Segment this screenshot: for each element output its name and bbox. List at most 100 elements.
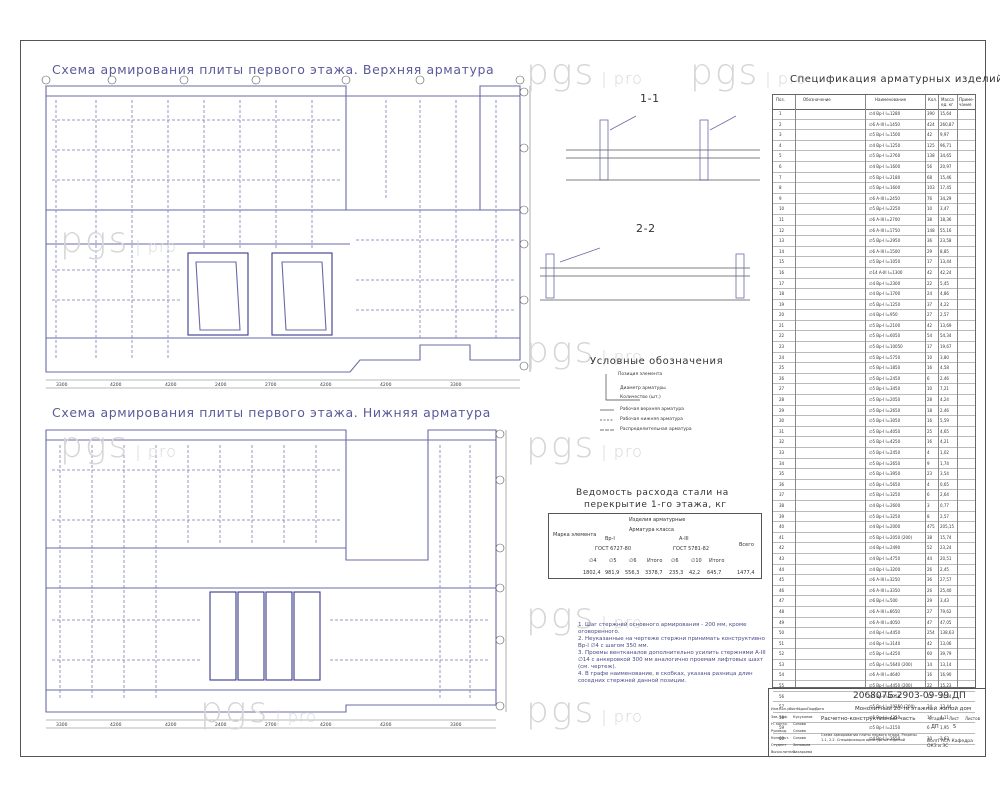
spec-cell: 28 <box>927 397 933 403</box>
dimension-label: 4200 <box>320 383 332 388</box>
spec-cell: 6 <box>927 492 930 498</box>
spec-cell: 205,15 <box>940 524 954 530</box>
spec-cell: 5,45 <box>940 280 949 286</box>
top-plan-outline <box>45 85 521 373</box>
spec-cell: 5,59 <box>940 418 949 424</box>
stamp-person: Сизова <box>793 736 806 740</box>
spec-cell: 16 <box>927 439 933 445</box>
stage-label: Стадия <box>929 716 945 721</box>
spec-cell: ∅6 А-III l=4640 <box>869 672 900 678</box>
steel-class-b: А-III <box>679 536 689 542</box>
spec-header-note: Приме- чание <box>959 97 975 107</box>
spec-cell: 58 <box>779 714 785 720</box>
legend-item: Распределительная арматура <box>620 427 692 432</box>
spec-cell: ∅5 Вр-I l=10250 (200) <box>869 704 915 710</box>
spec-cell: 14 <box>927 661 933 667</box>
stamp-role: Руковод. <box>771 729 788 733</box>
spec-cell: 8 <box>927 513 930 519</box>
steel-gost-a: ГОСТ 6727-80 <box>595 546 632 552</box>
spec-cell: ∅6 А-III l=3350 <box>869 587 900 593</box>
spec-cell: 45 <box>779 577 785 583</box>
title-block: 206807Б-2903-09-99 ДП Монолитный 20-ти э… <box>768 688 986 757</box>
steel-value: 981,9 <box>605 570 620 576</box>
spec-cell: 17 <box>927 344 933 350</box>
spec-cell: ∅5 Вр-I l=2180 <box>869 174 901 180</box>
spec-cell: ∅6 А-III l=3250 <box>869 577 900 583</box>
spec-cell: 37 <box>779 492 785 498</box>
spec-cell: ∅6 А-III l=2450 <box>869 195 900 201</box>
spec-cell: ∅5 Вр-I l=2450 <box>869 375 901 381</box>
spec-cell: 4,22 <box>940 301 949 307</box>
spec-cell: 27 <box>927 312 933 318</box>
top-plan-title: Схема армирования плиты первого этажа. В… <box>52 62 495 77</box>
spec-cell: 6 <box>927 375 930 381</box>
spec-cell: 55 <box>779 683 785 689</box>
spec-cell: ∅4 Вр-I l=3140 <box>869 640 901 646</box>
project-name: Монолитный 20-ти этажный жилой дом <box>855 706 971 712</box>
spec-cell: 44 <box>927 555 933 561</box>
spec-cell: ∅4 Вр-I l=950 <box>869 312 898 318</box>
spec-cell: 4,86 <box>940 291 949 297</box>
spec-cell: 43 <box>779 555 785 561</box>
note-item: 4. В графе наименование, в скобках, указ… <box>578 671 753 684</box>
spec-cell: 260,87 <box>940 121 954 127</box>
spec-cell: 34,29 <box>940 195 952 201</box>
spec-cell: 138 <box>927 153 935 159</box>
spec-cell: 36 <box>779 481 785 487</box>
spec-cell: 46 <box>779 587 785 593</box>
steel-value: 1802,4 <box>583 570 601 576</box>
dimension-label: 4200 <box>165 723 177 728</box>
spec-cell: 42 <box>927 132 933 138</box>
steel-title-line1: Ведомость расхода стали на <box>576 488 729 498</box>
spec-cell: 59 <box>779 725 785 731</box>
stamp-col: Подп. <box>807 707 818 711</box>
note-item: 2. Неуказанные на чертеже стержни приним… <box>578 636 766 649</box>
spec-cell: 54 <box>927 333 933 339</box>
stamp-person: Сизова <box>793 722 806 726</box>
spec-cell: ∅5 Вр-I l=10050 <box>869 344 903 350</box>
spec-cell: 18,36 <box>940 216 952 222</box>
spec-cell: 15 <box>927 693 933 699</box>
note-item: 1. Шаг стержней основного армирования - … <box>578 622 747 635</box>
spec-cell: 68 <box>927 174 933 180</box>
spec-cell: 56 <box>779 693 785 699</box>
dimension-label: 3300 <box>450 383 462 388</box>
stamp-role: Консульт. <box>771 736 790 740</box>
spec-cell: 25 <box>779 365 785 371</box>
steel-value: 645,7 <box>707 570 722 576</box>
steel-col: ∅6 <box>629 558 637 564</box>
spec-cell: 42 <box>927 322 933 328</box>
spec-cell: 42 <box>927 640 933 646</box>
spec-cell: 15,74 <box>940 534 952 540</box>
spec-cell: ∅5 Вр-I l=5640 (200) <box>869 661 913 667</box>
stamp-col: Дата <box>815 707 825 711</box>
spec-cell: ∅5 Вр-I l=1050 <box>869 259 901 265</box>
spec-cell: 4 <box>927 450 930 455</box>
spec-cell: 475 <box>927 524 935 530</box>
spec-cell: ∅5 Вр-I l=2050 (200) <box>869 534 913 540</box>
spec-cell: 52 <box>779 651 785 657</box>
spec-cell: 13,69 <box>940 322 952 328</box>
spec-cell: 9 <box>779 195 782 201</box>
spec-cell: 4,24 <box>940 397 949 403</box>
spec-cell: ∅4 Вр-I l=1250 <box>869 142 901 148</box>
spec-cell: 14 <box>779 248 785 254</box>
spec-cell: 15,23 <box>940 683 952 689</box>
spec-cell: 37 <box>927 301 933 307</box>
spec-cell: ∅5 Вр-I l=3950 <box>869 471 901 477</box>
dimension-label: 4200 <box>320 723 332 728</box>
spec-cell: 3 <box>927 502 930 508</box>
spec-cell: 26 <box>927 566 933 572</box>
